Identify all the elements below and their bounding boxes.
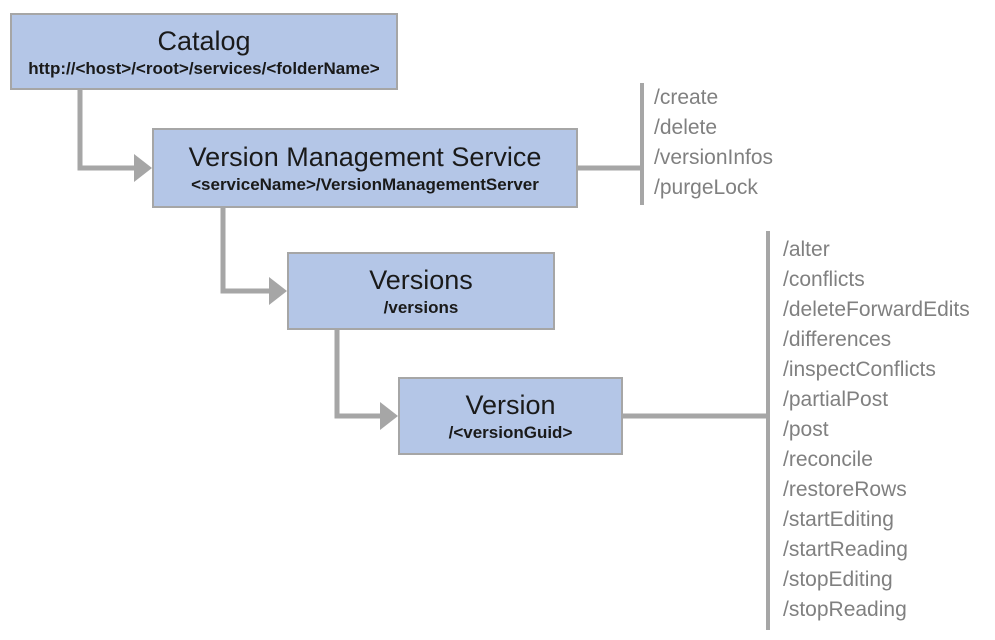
- operation-item: /restoreRows: [783, 478, 907, 501]
- node-version: Version /<versionGuid>: [398, 377, 623, 455]
- operation-item: /post: [783, 418, 829, 441]
- vms-operations-list: /create /delete /versionInfos /purgeLock: [654, 83, 773, 203]
- node-versions-title: Versions: [369, 265, 473, 295]
- node-versions: Versions /versions: [287, 252, 555, 330]
- operation-item: /conflicts: [783, 268, 865, 291]
- operation-item: /purgeLock: [654, 176, 758, 199]
- node-version-management-service: Version Management Service <serviceName>…: [152, 128, 578, 208]
- arrowhead-into-version: [380, 402, 398, 430]
- operation-item: /stopReading: [783, 598, 907, 621]
- node-version-url: /<versionGuid>: [448, 423, 573, 442]
- operation-item: /partialPost: [783, 388, 889, 411]
- arrowhead-into-versions: [269, 277, 287, 305]
- operation-item: /differences: [783, 328, 892, 351]
- connector-catalog-to-vms: [77, 90, 136, 171]
- node-vms-title: Version Management Service: [188, 142, 542, 172]
- operation-item: /versionInfos: [654, 146, 774, 169]
- operation-item: /inspectConflicts: [783, 358, 936, 381]
- connector-vms-to-versions: [220, 208, 271, 294]
- operation-item: /create: [654, 86, 719, 109]
- node-vms-url: <serviceName>/VersionManagementServer: [191, 175, 539, 194]
- operation-item: /reconcile: [783, 448, 873, 471]
- node-version-title: Version: [465, 390, 556, 420]
- arrowhead-into-vms: [134, 154, 152, 182]
- operation-item: /startReading: [783, 538, 908, 561]
- node-catalog-title: Catalog: [157, 25, 251, 56]
- operation-item: /startEditing: [783, 508, 894, 531]
- node-catalog-url: http://<host>/<root>/services/<folderNam…: [28, 58, 380, 78]
- operation-item: /delete: [654, 116, 718, 139]
- operation-item: /alter: [783, 238, 830, 261]
- version-operations-list: /alter /conflicts /deleteForwardEdits /d…: [783, 235, 970, 625]
- connector-versions-to-version: [334, 330, 382, 419]
- operation-item: /deleteForwardEdits: [783, 298, 970, 321]
- operation-item: /stopEditing: [783, 568, 893, 591]
- node-catalog: Catalog http://<host>/<root>/services/<f…: [10, 13, 398, 90]
- node-versions-url: /versions: [383, 298, 459, 317]
